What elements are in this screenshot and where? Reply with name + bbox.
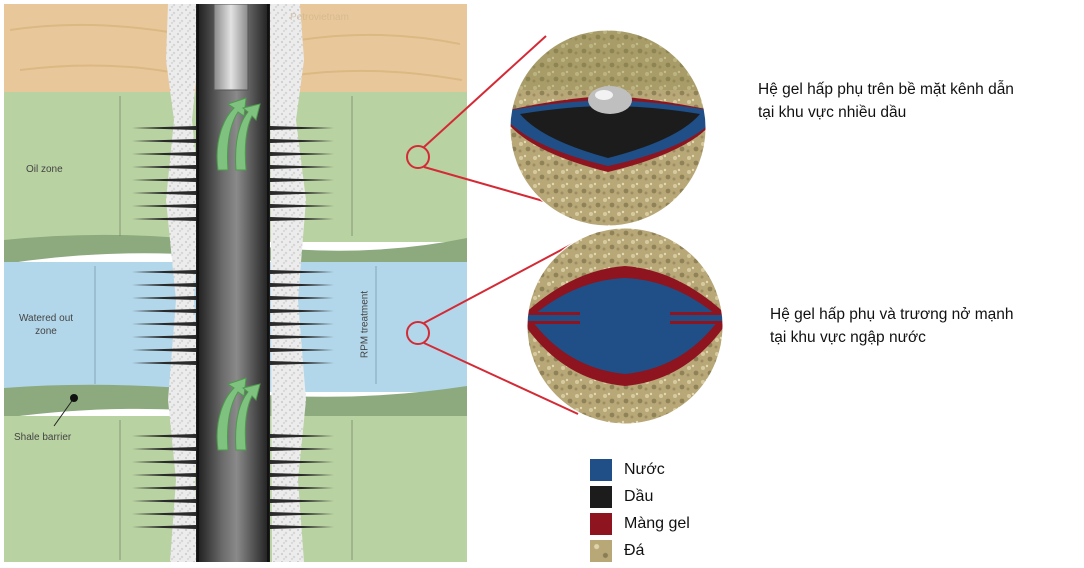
perforation-tunnel xyxy=(132,460,196,464)
perforation-tunnel xyxy=(132,283,196,287)
watered-zone-label: Watered out zone xyxy=(18,313,74,337)
perforation-tunnel xyxy=(132,165,196,169)
gel-swatch xyxy=(590,512,612,535)
oil-callout-marker xyxy=(406,145,430,169)
oil-zone-label: Oil zone xyxy=(26,164,63,175)
perforation-tunnel xyxy=(270,309,334,313)
perforation-tunnel xyxy=(270,348,334,352)
legend-label-water: Nước xyxy=(624,460,665,478)
perforation-tunnel xyxy=(270,191,334,195)
legend-item-oil: Dầu xyxy=(590,483,690,510)
perforation-tunnel xyxy=(132,322,196,326)
perforation-tunnel xyxy=(270,270,334,274)
perforation-tunnel xyxy=(132,309,196,313)
perforation-tunnel xyxy=(132,525,196,529)
perforation-tunnel xyxy=(132,139,196,143)
water-zone-caption: Hệ gel hấp phụ và trương nở mạnh tại khu… xyxy=(770,303,1014,349)
perforation-tunnel xyxy=(132,447,196,451)
perforation-tunnel xyxy=(270,126,334,130)
cement-left xyxy=(166,4,200,562)
perforation-tunnel xyxy=(132,126,196,130)
cement-right xyxy=(270,4,306,562)
perforation-tunnel xyxy=(270,139,334,143)
shale-pointer-dot xyxy=(70,394,78,402)
perforation-tunnel xyxy=(270,460,334,464)
oil-zone-caption: Hệ gel hấp phụ trên bề mặt kênh dẫn tại … xyxy=(758,78,1014,124)
formation-panel: Petrovietnam xyxy=(4,4,467,562)
legend-item-gel: Màng gel xyxy=(590,510,690,537)
perforation-tunnel xyxy=(132,473,196,477)
oil-swatch xyxy=(590,485,612,508)
perforation-tunnel xyxy=(270,165,334,169)
legend-item-water: Nước xyxy=(590,456,690,483)
watermark: Petrovietnam xyxy=(290,12,349,23)
perforation-tunnel xyxy=(132,512,196,516)
perforation-tunnel xyxy=(270,486,334,490)
perforation-tunnel xyxy=(132,486,196,490)
perforation-tunnel xyxy=(132,191,196,195)
water-swatch xyxy=(590,458,612,481)
perforation-tunnel xyxy=(132,434,196,438)
legend: Nước Dầu Màng gel Đá xyxy=(590,456,690,564)
perforation-tunnel xyxy=(270,525,334,529)
legend-item-rock: Đá xyxy=(590,537,690,564)
perforation-tunnel xyxy=(132,335,196,339)
water-caption-line-1: Hệ gel hấp phụ và trương nở mạnh xyxy=(770,306,1014,323)
rock-swatch xyxy=(590,539,612,562)
perforation-tunnel xyxy=(270,499,334,503)
perforation-tunnel xyxy=(270,512,334,516)
perforation-tunnel xyxy=(270,473,334,477)
perforation-tunnel xyxy=(132,204,196,208)
perforation-tunnel xyxy=(270,322,334,326)
legend-label-rock: Đá xyxy=(624,541,645,559)
perforation-tunnel xyxy=(270,283,334,287)
perforation-tunnel xyxy=(270,152,334,156)
perforation-tunnel xyxy=(132,296,196,300)
perforation-tunnel xyxy=(132,348,196,352)
perforation-tunnel xyxy=(132,361,196,365)
callout-lines xyxy=(406,35,583,415)
legend-label-gel: Màng gel xyxy=(624,514,690,532)
perforation-tunnel xyxy=(270,434,334,438)
oil-caption-line-1: Hệ gel hấp phụ trên bề mặt kênh dẫn xyxy=(758,81,1014,98)
rpm-treatment-label: RPM treatment xyxy=(359,290,371,359)
water-callout-marker xyxy=(406,321,430,345)
oil-caption-line-2: tại khu vực nhiều dầu xyxy=(758,104,907,121)
flow-arrows xyxy=(216,97,261,451)
perforation-tunnel xyxy=(270,335,334,339)
perforations xyxy=(132,126,334,529)
perforation-tunnel xyxy=(270,178,334,182)
perforation-tunnel xyxy=(132,217,196,221)
water-closeup-border xyxy=(526,227,724,425)
production-tubing xyxy=(213,4,249,91)
oil-zone-closeup xyxy=(510,30,706,226)
perforation-tunnel xyxy=(132,499,196,503)
perforation-tunnel xyxy=(270,447,334,451)
perforation-tunnel xyxy=(270,204,334,208)
water-caption-line-2: tại khu vực ngập nước xyxy=(770,329,926,346)
legend-label-oil: Dầu xyxy=(624,487,654,505)
perforation-tunnel xyxy=(270,361,334,365)
shale-pointer xyxy=(53,397,75,427)
perforation-tunnel xyxy=(132,152,196,156)
water-zone-closeup xyxy=(527,228,723,424)
perforation-tunnel xyxy=(132,270,196,274)
perforation-tunnel xyxy=(132,178,196,182)
oil-closeup-border xyxy=(509,29,707,227)
perforation-tunnel xyxy=(270,217,334,221)
well-casing xyxy=(196,4,270,562)
shale-barrier-label: Shale barrier xyxy=(14,432,72,443)
perforation-tunnel xyxy=(270,296,334,300)
